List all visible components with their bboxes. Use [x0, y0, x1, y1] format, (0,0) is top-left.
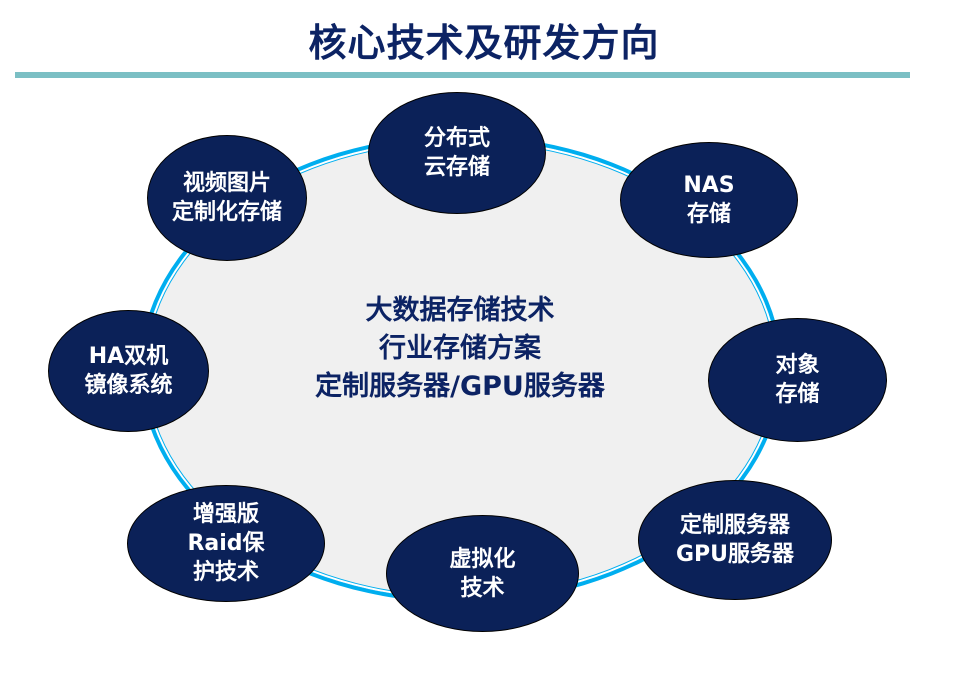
node-nas: NAS 存储 — [620, 142, 798, 258]
node-video: 视频图片定制化存储 — [147, 135, 307, 261]
node-line: 镜像系统 — [84, 373, 173, 398]
node-line: 对象 — [775, 353, 820, 378]
node-line: 视频图片 — [182, 171, 271, 196]
node-line: 定制化存储 — [171, 200, 282, 225]
node-object: 对象存储 — [708, 318, 887, 442]
node-line: HA双机 — [88, 344, 169, 369]
node-line: 存储 — [686, 202, 731, 227]
node-distributed-cloud: 分布式云存储 — [368, 92, 546, 214]
center-line: 行业存储方案 — [379, 333, 541, 364]
page-title: 核心技术及研发方向 — [308, 21, 660, 65]
node-line: 增强版 — [192, 502, 259, 527]
node-line: 定制服务器 — [679, 513, 790, 538]
node-line: NAS — [683, 173, 735, 198]
title-divider — [15, 72, 910, 78]
node-line: 存储 — [775, 382, 820, 407]
node-raid: 增强版 Raid保护技术 — [127, 485, 325, 602]
node-line: 护技术 — [192, 560, 259, 585]
node-virtualization: 虚拟化技术 — [386, 515, 579, 632]
central-text: 大数据存储技术 行业存储方案 定制服务器/GPU服务器 — [250, 292, 670, 406]
node-line: 云存储 — [423, 155, 490, 180]
node-line: 技术 — [460, 575, 505, 601]
node-server: 定制服务器 GPU服务器 — [638, 480, 832, 600]
node-line: 分布式 — [423, 126, 490, 151]
node-ha: HA双机镜像系统 — [48, 310, 209, 432]
center-line: 定制服务器/GPU服务器 — [315, 371, 605, 402]
node-line: GPU服务器 — [675, 542, 795, 567]
center-line: 大数据存储技术 — [365, 295, 555, 326]
node-line: Raid保 — [187, 531, 265, 556]
node-line: 虚拟化 — [449, 546, 516, 572]
